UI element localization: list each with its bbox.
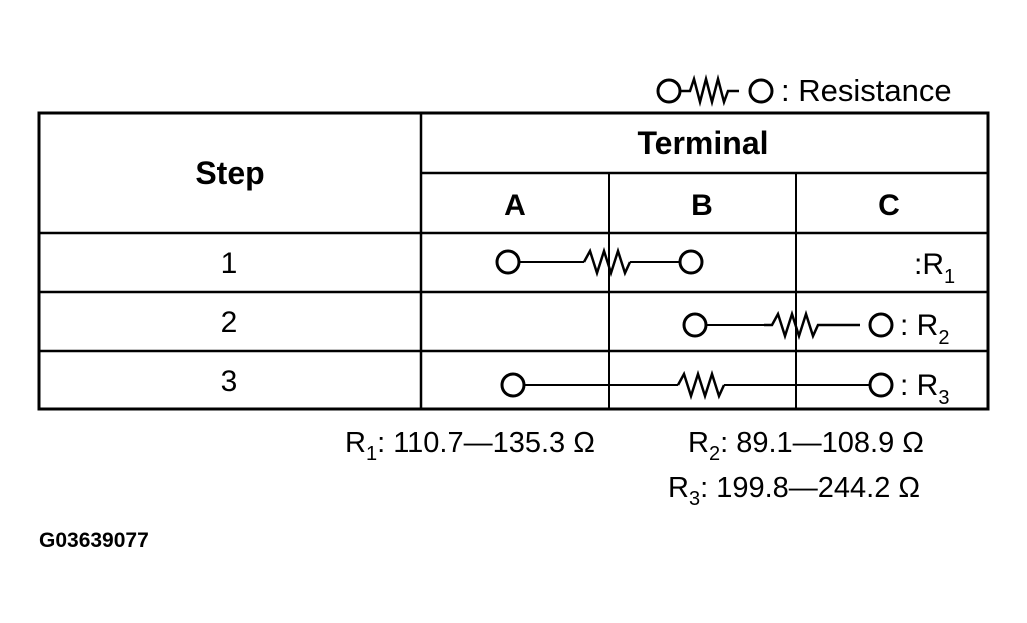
resistor-symbol	[676, 369, 726, 401]
terminal-b-point	[682, 312, 708, 338]
legend-label: : Resistance	[781, 73, 952, 108]
terminal-column-b: B	[691, 189, 713, 222]
step-3-resistance-label: : R3	[900, 369, 949, 409]
step-1-connection: :R1	[495, 246, 955, 288]
terminal-b-point	[678, 249, 704, 275]
terminal-c-point	[868, 312, 894, 338]
step-number-1: 1	[221, 247, 238, 280]
step-header: Step	[195, 155, 264, 191]
terminal-column-a: A	[504, 189, 526, 222]
step-2-connection: : R2	[682, 309, 949, 349]
spec-r2: R2: 89.1—108.9 Ω	[688, 427, 924, 465]
terminal-header: Terminal	[638, 125, 769, 161]
terminal-c-point	[868, 372, 894, 398]
step-1-resistance-label: :R1	[914, 248, 955, 288]
resistor-symbol	[764, 309, 860, 341]
resistor-legend-icon	[656, 74, 774, 107]
inspection-table: Step Terminal A B C 1 2 3	[37, 111, 990, 411]
step-number-2: 2	[221, 306, 238, 339]
resistance-specifications: R1: 110.7—135.3 Ω R2: 89.1—108.9 Ω R3: 1…	[345, 427, 924, 510]
resistor-symbol	[582, 246, 632, 278]
terminal-a-point	[500, 372, 526, 398]
terminal-a-point	[495, 249, 521, 275]
step-number-3: 3	[221, 365, 238, 398]
figure-code: G03639077	[39, 529, 149, 552]
step-2-resistance-label: : R2	[900, 309, 949, 349]
spec-r3: R3: 199.8—244.2 Ω	[668, 472, 920, 510]
terminal-column-c: C	[878, 189, 900, 222]
spec-r1: R1: 110.7—135.3 Ω	[345, 427, 595, 465]
legend: : Resistance	[656, 73, 952, 108]
step-3-connection: : R3	[500, 369, 949, 409]
